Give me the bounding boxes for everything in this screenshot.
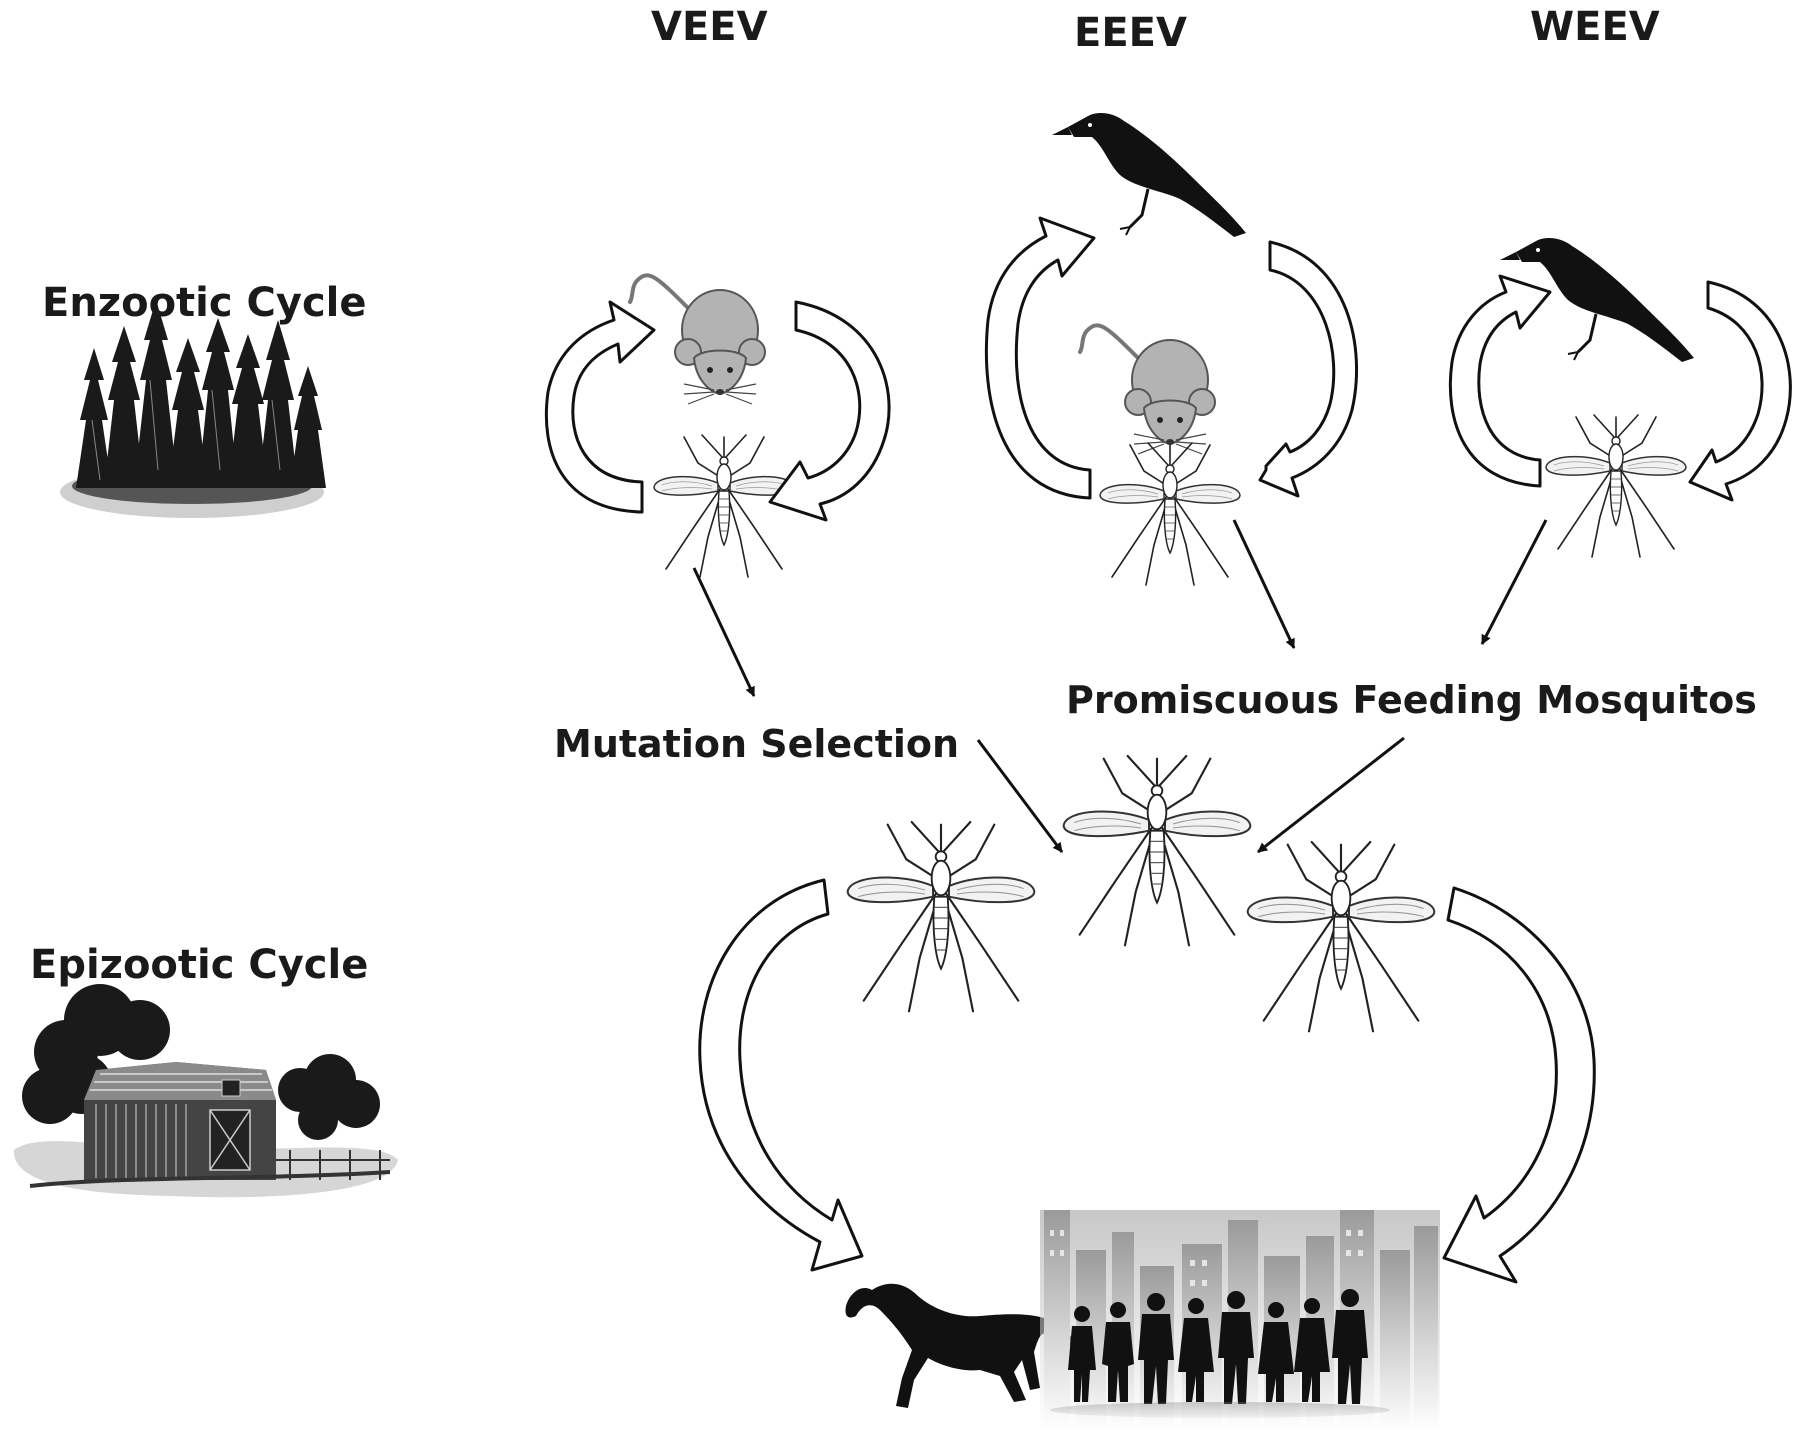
epizootic-mosquito-center-icon <box>1062 754 1252 947</box>
veev-to-mutation-arrow <box>692 567 756 697</box>
promiscuous-feeding-label: Promiscuous Feeding Mosquitos <box>1066 678 1757 722</box>
veev-mosquito-icon <box>653 434 795 578</box>
epizootic-cycle-label: Epizootic Cycle <box>30 942 369 988</box>
human-crowd-icon <box>1050 1289 1390 1418</box>
eeev-header: EEEV <box>1074 10 1187 56</box>
cycle-arrows <box>544 216 1792 1284</box>
epizootic-arrow-left <box>698 878 864 1272</box>
weev-mosquito-icon <box>1545 414 1687 558</box>
weev-to-promiscuous-arrow <box>1480 519 1548 645</box>
eeev-cycle-arrow-right <box>1258 240 1358 498</box>
weev-header: WEEV <box>1530 4 1660 50</box>
mutation-selection-label: Mutation Selection <box>554 722 960 766</box>
eeev-crow-icon <box>1050 111 1248 239</box>
weev-cycle-arrow-left <box>1448 274 1552 488</box>
flow-arrows <box>692 519 1548 854</box>
veev-cycle-arrow-right <box>768 300 891 522</box>
epizootic-arrow-right <box>1442 886 1596 1284</box>
enzootic-cycle-label: Enzootic Cycle <box>42 280 367 326</box>
weev-cycle-arrow-right <box>1688 280 1792 502</box>
mutation-to-mosquito-arrow <box>976 739 1064 853</box>
eeev-cycle-arrow-left <box>984 216 1096 500</box>
eeev-to-promiscuous-arrow <box>1232 519 1296 649</box>
promiscuous-to-mosquito-arrow <box>1257 736 1405 854</box>
forest-icon <box>60 300 326 518</box>
veev-header: VEEV <box>651 4 768 50</box>
epizootic-mosquito-left-icon <box>846 820 1036 1013</box>
veev-mouse-icon <box>628 273 767 406</box>
horse-icon <box>845 1283 1082 1408</box>
farm-barn-icon <box>13 984 398 1198</box>
eeev-mouse-icon <box>1078 323 1217 456</box>
eeev-mosquito-icon <box>1099 442 1241 586</box>
epizootic-mosquito-right-icon <box>1246 840 1436 1033</box>
veev-cycle-arrow-left <box>544 300 656 514</box>
